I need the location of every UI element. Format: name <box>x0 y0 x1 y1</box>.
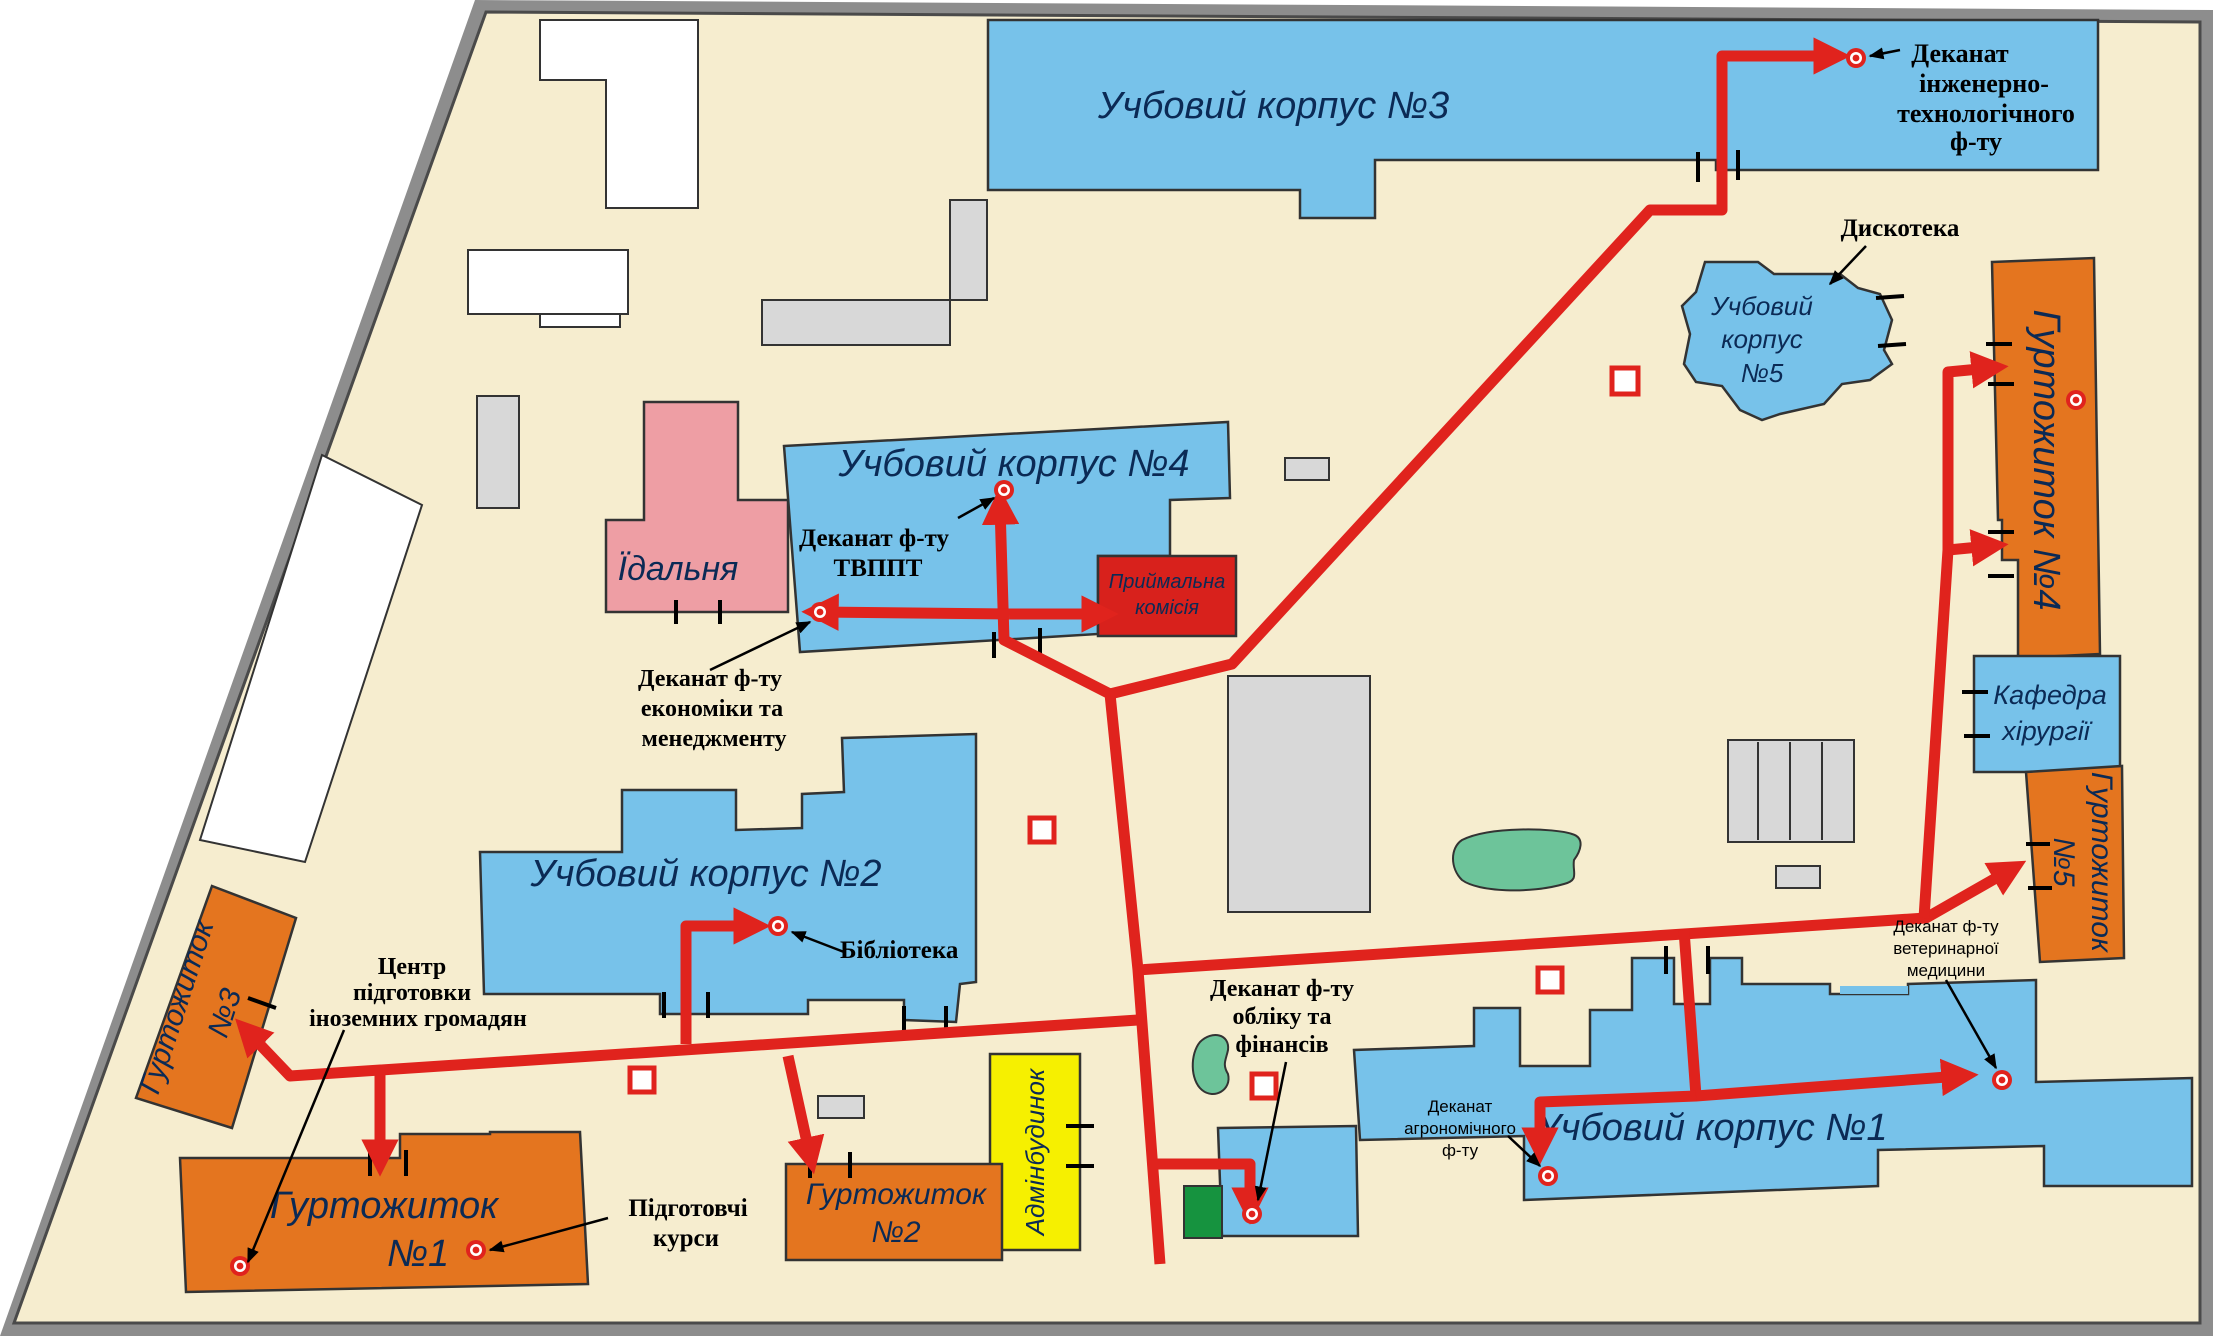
white-block-west <box>198 453 424 864</box>
grey-block-north <box>761 199 988 346</box>
svg-text:ф-ту: ф-ту <box>1950 127 2002 156</box>
surgery-label-2: хірургії <box>2000 716 2092 746</box>
svg-text:Деканат: Деканат <box>1428 1097 1493 1116</box>
dorm-1-label-1: Гуртожиток <box>270 1185 500 1227</box>
korpus-3-label: Учбовий корпус №3 <box>1097 85 1449 127</box>
building-dorm-3[interactable] <box>134 884 298 1130</box>
korpus-5-label-1: Учбовий <box>1710 291 1813 321</box>
annotation-dean-veterinary: Деканат ф-ту ветеринарної медицини <box>1893 917 1999 980</box>
admissions-label-2: комісія <box>1135 597 1199 619</box>
annotation-dean-agronomy: Деканат агрономічного ф-ту <box>1404 1097 1516 1160</box>
building-admin[interactable] <box>988 1052 1082 1252</box>
poi-square-icon <box>627 365 1641 1101</box>
korpus-1-label: Учбовий корпус №1 <box>1535 1107 1887 1149</box>
korpus-4-label: Учбовий корпус №4 <box>837 443 1189 485</box>
grey-block-vertical <box>476 395 520 509</box>
annotation-disco: Дискотека <box>1841 215 1960 242</box>
building-surgery[interactable] <box>1972 654 2122 774</box>
svg-text:технологічного: технологічного <box>1897 99 2075 128</box>
building-korpus-1-west[interactable] <box>1216 1124 1360 1238</box>
svg-text:ф-ту: ф-ту <box>1442 1141 1479 1160</box>
green-box <box>1183 1185 1223 1239</box>
building-dorm-4[interactable] <box>1990 256 2102 660</box>
building-canteen[interactable] <box>604 400 790 614</box>
admin-label: Адмінбудинок <box>1020 1067 1050 1237</box>
korpus-2-label: Учбовий корпус №2 <box>529 853 881 895</box>
dorm-5-label-2: №5 <box>2047 837 2080 886</box>
svg-text:агрономічного: агрономічного <box>1404 1119 1516 1138</box>
korpus-5-label-2: корпус <box>1721 324 1803 354</box>
grey-block-small-3 <box>817 1095 865 1119</box>
svg-text:економіки та: економіки та <box>641 696 783 722</box>
pond-large <box>1452 828 1582 892</box>
svg-text:менеджменту: менеджменту <box>641 726 786 752</box>
svg-text:Деканат ф-ту: Деканат ф-ту <box>1210 976 1354 1002</box>
annotation-dean-engineering: Деканат інженерно- технологічного ф-ту <box>1897 39 2075 156</box>
annotation-foreign-center: Центр підготовки іноземних громадян <box>309 954 527 1032</box>
svg-text:Деканат: Деканат <box>1911 39 2009 68</box>
svg-text:ветеринарної: ветеринарної <box>1893 939 1999 958</box>
building-korpus-5[interactable] <box>1680 260 1894 422</box>
svg-text:Деканат ф-ту: Деканат ф-ту <box>1893 917 1999 936</box>
dorm-4-label: Гуртожиток №4 <box>2025 309 2067 610</box>
grey-block-small-1 <box>1284 457 1330 481</box>
svg-text:Деканат ф-ту: Деканат ф-ту <box>638 666 782 692</box>
grey-block-large <box>1227 675 1371 913</box>
building-korpus-1[interactable] <box>1352 956 2194 1202</box>
svg-text:курси: курси <box>653 1225 719 1252</box>
annotation-dean-accounting: Деканат ф-ту обліку та фінансів <box>1210 976 1354 1058</box>
building-korpus-2-main[interactable] <box>478 732 978 1024</box>
pond-small <box>1191 1034 1230 1095</box>
svg-text:підготовки: підготовки <box>353 980 471 1006</box>
building-dorm-1[interactable] <box>178 1130 590 1294</box>
leader-lines <box>246 47 1998 1264</box>
svg-text:інженерно-: інженерно- <box>1919 69 2049 98</box>
svg-text:медицини: медицини <box>1907 961 1985 980</box>
building-dorm-5[interactable] <box>2024 764 2126 964</box>
route-network <box>235 37 2027 1265</box>
grey-block-small-2 <box>1775 865 1821 889</box>
annotation-prep-courses: Підготовчі курси <box>628 1195 747 1252</box>
building-dorm-2[interactable] <box>784 1162 1004 1262</box>
svg-text:іноземних громадян: іноземних громадян <box>309 1006 527 1032</box>
dorm-2-label-2: №2 <box>871 1216 920 1249</box>
canteen-label: Їдальня <box>618 550 739 588</box>
building-korpus-1-east[interactable] <box>1840 986 1908 994</box>
svg-text:обліку та: обліку та <box>1232 1004 1331 1030</box>
korpus-5-label-3: №5 <box>1741 358 1784 388</box>
dorm-2-label-1: Гуртожиток <box>806 1178 988 1211</box>
dorm-5-label-1: Гуртожиток <box>2085 772 2118 954</box>
surgery-label-1: Кафедра <box>1993 680 2106 710</box>
svg-text:Підготовчі: Підготовчі <box>628 1195 747 1222</box>
svg-text:фінансів: фінансів <box>1235 1032 1328 1058</box>
annotation-library: Бібліотека <box>840 937 959 964</box>
svg-text:ТВППТ: ТВППТ <box>834 555 923 582</box>
annotation-dean-tvppt: Деканат ф-ту ТВППТ <box>799 525 949 582</box>
dorm-1-label-2: №1 <box>387 1233 449 1275</box>
svg-text:Центр: Центр <box>378 954 447 980</box>
white-block-mid <box>467 249 629 315</box>
annotation-dean-economics: Деканат ф-ту економіки та менеджменту <box>638 666 787 752</box>
building-admissions[interactable] <box>1096 554 1238 638</box>
white-block-north <box>539 19 699 209</box>
svg-text:Деканат ф-ту: Деканат ф-ту <box>799 525 949 552</box>
admissions-label-1: Приймальна <box>1109 571 1225 593</box>
